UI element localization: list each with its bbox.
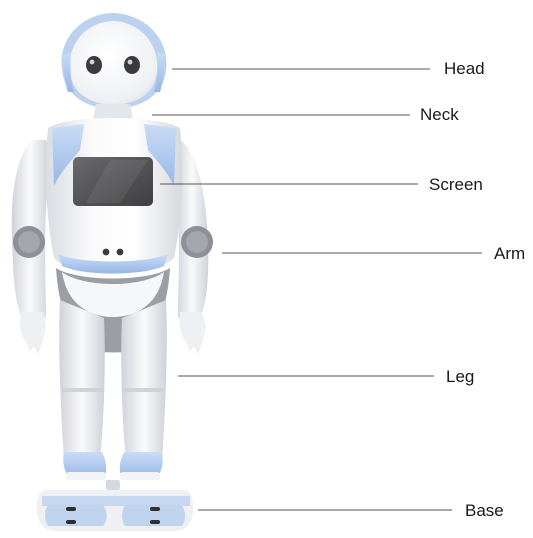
right-eye <box>124 56 140 74</box>
label-neck: Neck <box>420 105 459 125</box>
robot-base <box>37 480 193 531</box>
robot-head <box>62 13 167 109</box>
robot-left-arm <box>12 140 49 354</box>
label-base: Base <box>465 501 504 521</box>
left-eye <box>86 56 102 74</box>
label-head: Head <box>444 59 485 79</box>
label-screen: Screen <box>429 175 483 195</box>
robot-torso <box>46 118 182 276</box>
label-arm: Arm <box>494 244 525 264</box>
label-leg: Leg <box>446 367 474 387</box>
